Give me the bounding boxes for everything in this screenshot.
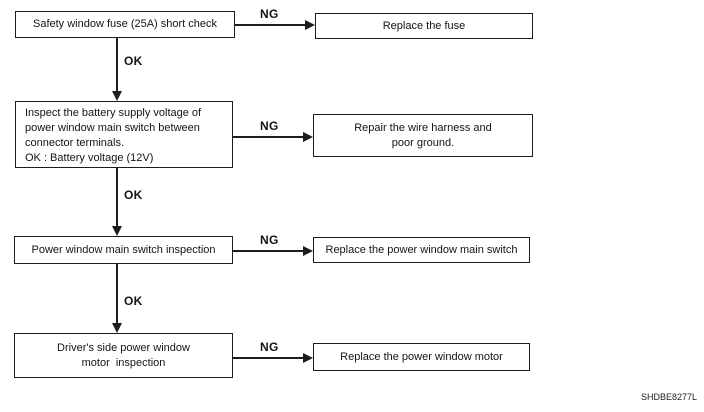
step3-check-text: Power window main switch inspection [31,243,216,256]
step2-ok-label: OK [124,188,143,202]
step1-ok-arrowhead-icon [112,91,122,101]
step3-ng-label: NG [260,233,279,247]
step2-action-box: Repair the wire harness and poor ground. [313,114,533,157]
step3-action-text: Replace the power window main switch [325,243,518,256]
step2-check-text: Inspect the battery supply voltage of po… [25,107,202,164]
step2-ng-connector-line [233,136,303,138]
step1-check-box: Safety window fuse (25A) short check [15,11,235,38]
step4-ng-label: NG [260,340,279,354]
step3-check-box: Power window main switch inspection [14,236,233,264]
step1-ng-connector-line [235,24,305,26]
step4-ng-connector-line [233,357,303,359]
step1-ng-arrowhead-icon [305,20,315,30]
step3-ok-label: OK [124,294,143,308]
step2-ok-connector-line [116,168,118,226]
step2-ng-arrowhead-icon [303,132,313,142]
step2-ng-label: NG [260,119,279,133]
step4-action-box: Replace the power window motor [313,343,530,371]
step1-action-box: Replace the fuse [315,13,533,39]
step4-check-box: Driver's side power window motor inspect… [14,333,233,378]
step2-ok-arrowhead-icon [112,226,122,236]
figure-code: SHDBE8277L [641,392,698,402]
step4-check-text: Driver's side power window motor inspect… [57,341,190,369]
step2-action-text: Repair the wire harness and poor ground. [354,121,492,149]
step3-ok-arrowhead-icon [112,323,122,333]
step1-ok-connector-line [116,38,118,91]
step3-ng-arrowhead-icon [303,246,313,256]
step3-ng-connector-line [233,250,303,252]
step2-check-box: Inspect the battery supply voltage of po… [15,101,233,168]
step1-check-text: Safety window fuse (25A) short check [32,18,218,30]
step4-ng-arrowhead-icon [303,353,313,363]
step4-action-text: Replace the power window motor [340,350,503,363]
step1-action-text: Replace the fuse [382,19,466,32]
step1-ng-label: NG [260,7,279,21]
step3-ok-connector-line [116,264,118,323]
step1-ok-label: OK [124,54,143,68]
step3-action-box: Replace the power window main switch [313,237,530,263]
